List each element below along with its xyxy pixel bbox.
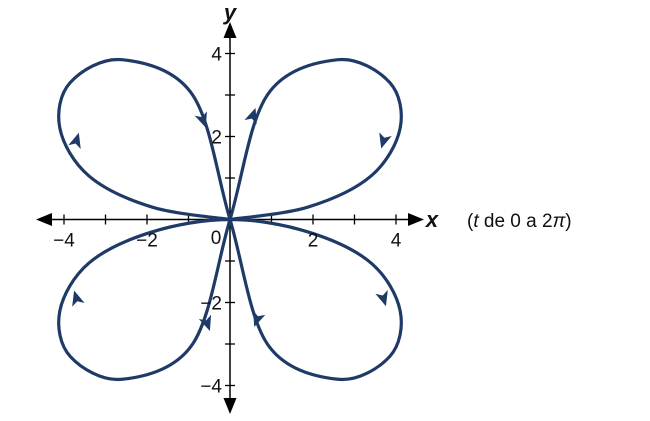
- y-tick-label: −2: [200, 294, 222, 315]
- x-axis-arrow-right: [408, 213, 424, 226]
- annotation-variable: t: [473, 211, 479, 232]
- annotation-text: de 0 a 2: [479, 211, 553, 232]
- y-tick-label: 2: [211, 128, 222, 149]
- x-axis-arrow-left: [36, 213, 52, 226]
- curve-layer: [57, 58, 403, 381]
- direction-arrow: [198, 314, 212, 332]
- x-tick-label: 2: [308, 231, 319, 252]
- x-tick-label: 4: [391, 231, 402, 252]
- axes: [36, 22, 424, 414]
- y-axis-arrow-down: [223, 398, 237, 414]
- series-line: [57, 58, 403, 381]
- y-tick-label: 4: [211, 45, 222, 66]
- direction-arrow: [244, 107, 257, 125]
- parameter-range-annotation: (t de 0 a 2π): [467, 211, 572, 232]
- tick-labels: −4 −2 2 4 4 2 −2 −4 0: [53, 45, 402, 398]
- y-axis-ticks: [225, 52, 235, 387]
- direction-arrow: [72, 290, 85, 307]
- direction-arrow: [68, 132, 81, 149]
- y-tick-label: −4: [200, 377, 222, 398]
- annotation-open-paren: (: [467, 211, 474, 232]
- x-tick-label: −4: [53, 231, 75, 252]
- direction-arrow: [194, 111, 207, 128]
- direction-arrow: [379, 132, 392, 149]
- x-axis-title: x: [425, 207, 439, 232]
- annotation-close-paren: ): [565, 211, 571, 232]
- x-tick-label: −2: [136, 231, 158, 252]
- direction-arrows: [68, 107, 392, 332]
- annotation-pi: π: [553, 211, 567, 232]
- direction-arrow: [253, 310, 266, 327]
- y-tick-labels: 4 2 −2 −4: [200, 45, 222, 398]
- origin-label: 0: [211, 228, 222, 249]
- x-tick-labels: −4 −2 2 4: [53, 231, 402, 252]
- direction-arrow: [375, 290, 388, 307]
- y-axis-title: y: [223, 0, 238, 25]
- y-axis-arrow-up: [223, 22, 237, 38]
